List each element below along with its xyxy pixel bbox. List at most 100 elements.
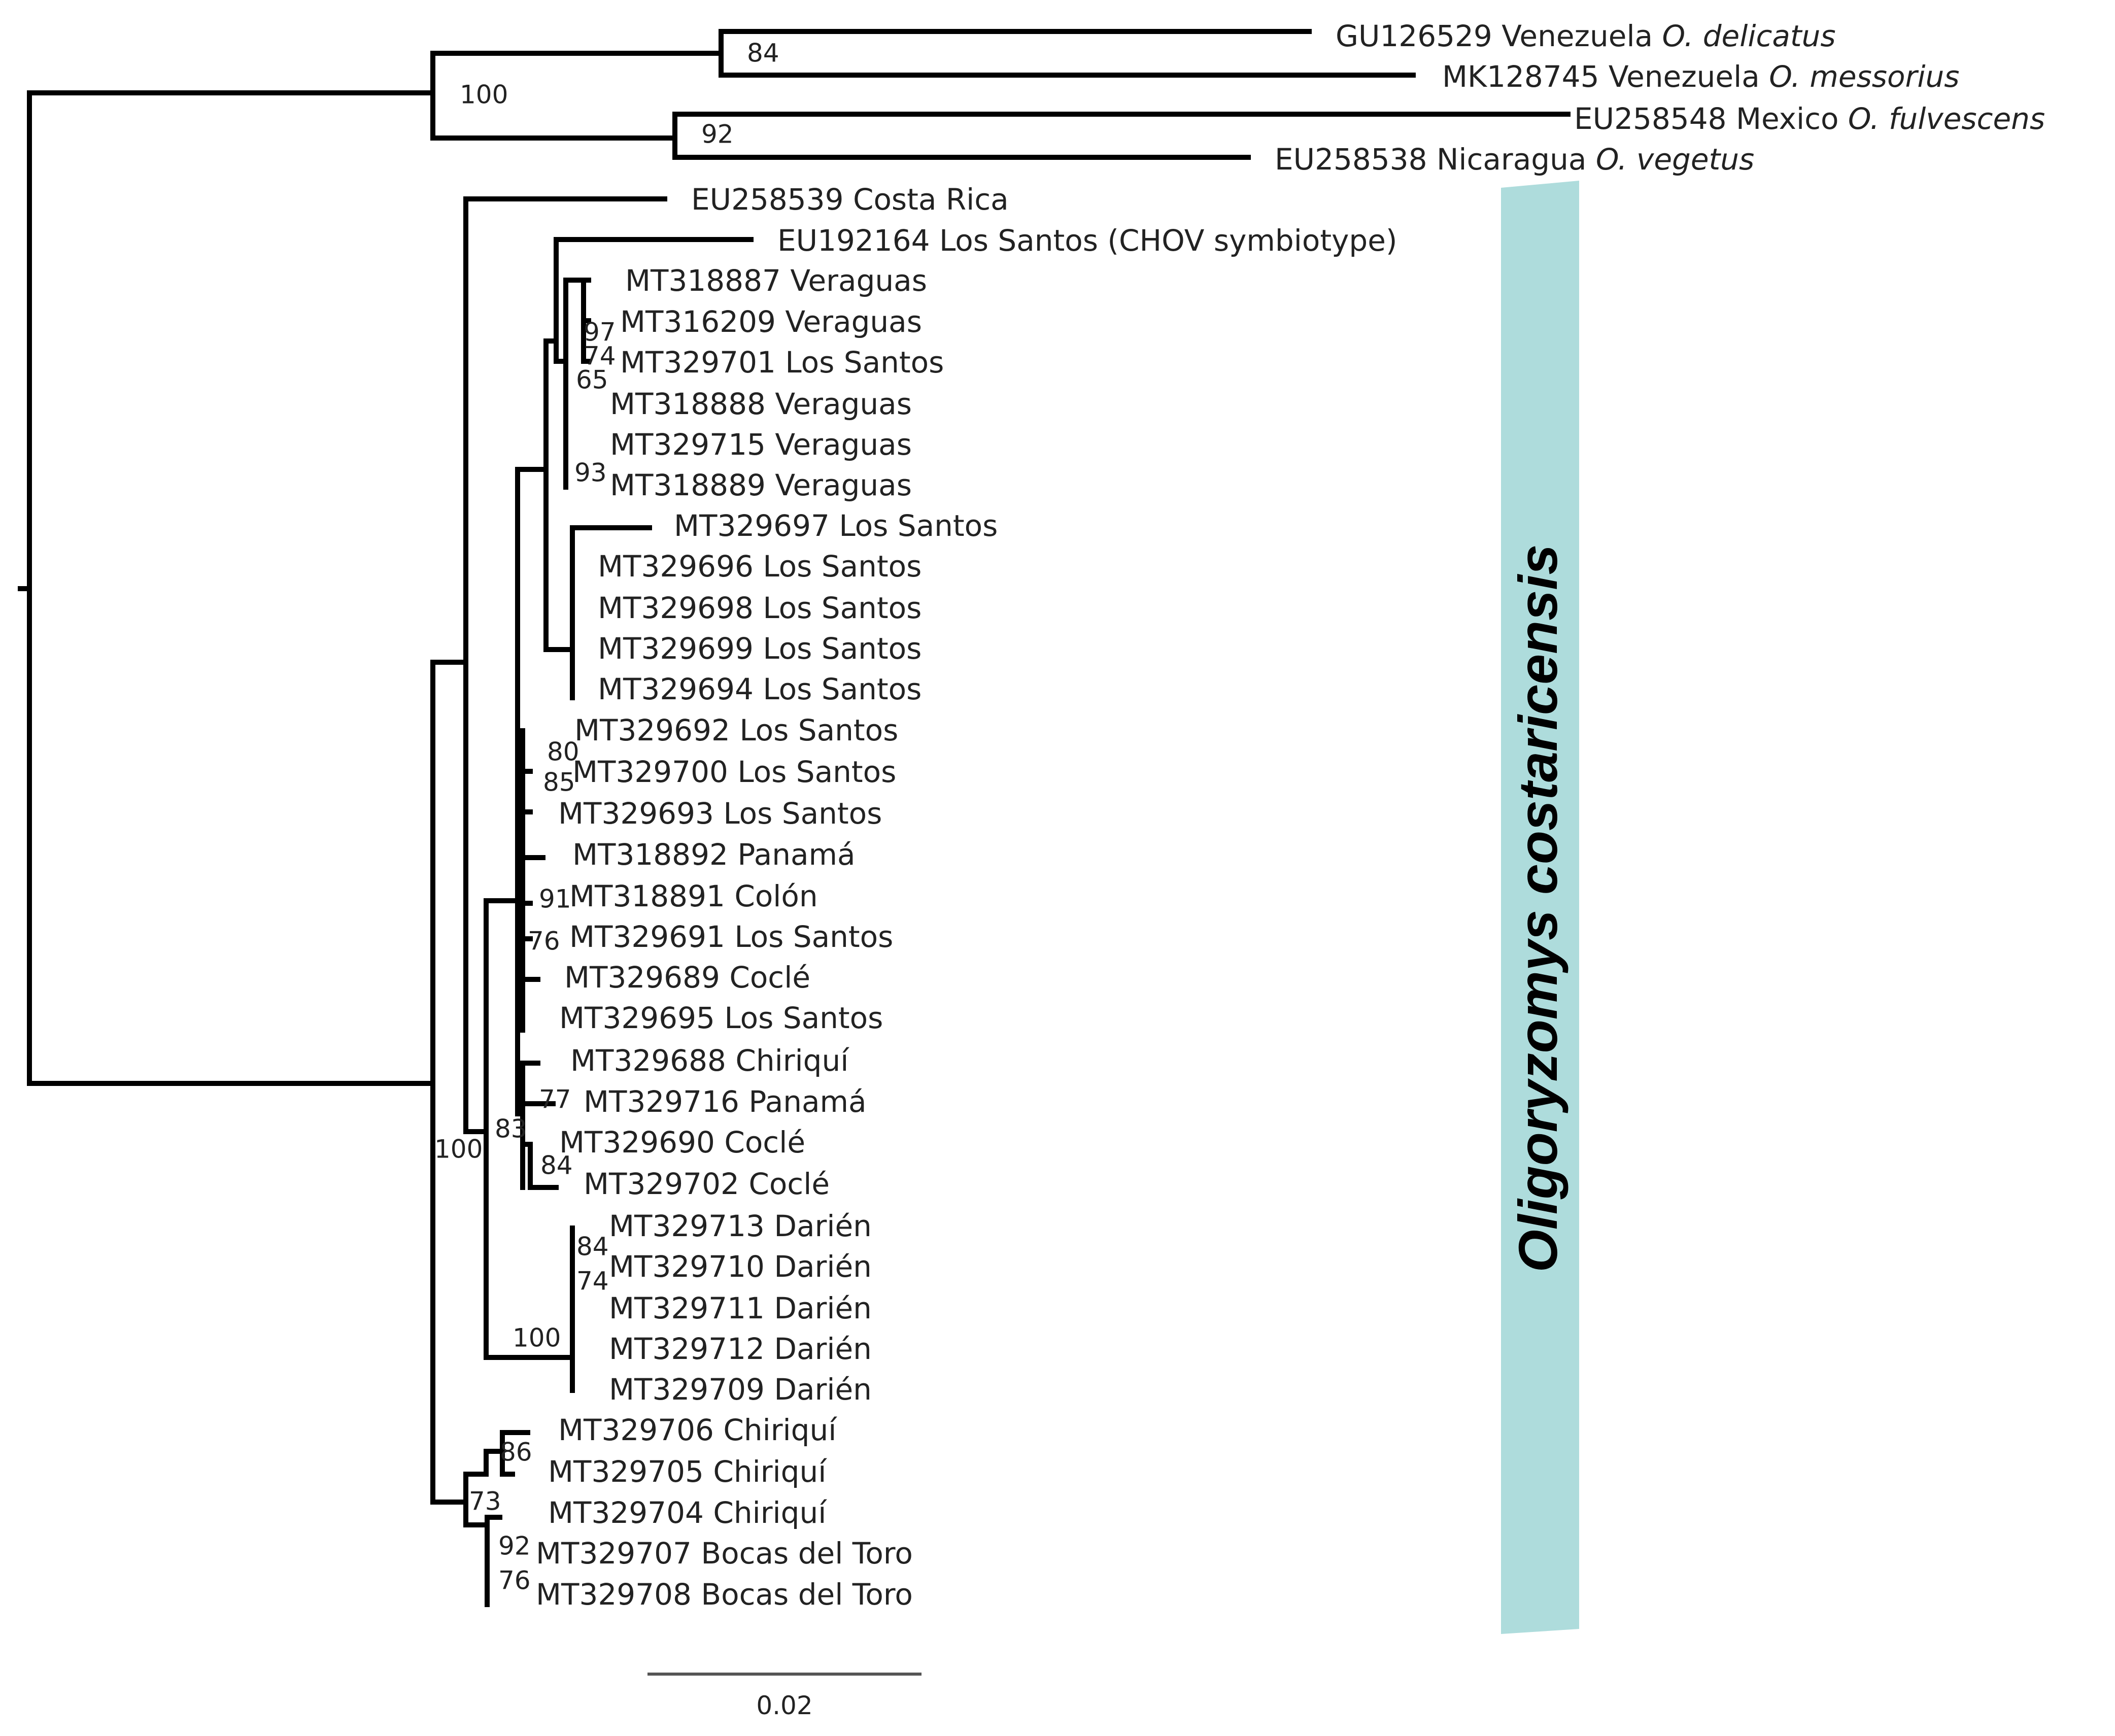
tip-label: EU258538 Nicaragua O. vegetus: [1275, 142, 1754, 177]
tip-label: MT318889 Veraguas: [610, 468, 912, 502]
tip-label: MT318888 Veraguas: [610, 387, 912, 421]
tip-label: MT329692 Los Santos: [574, 713, 898, 747]
tip-locality: Coclé: [724, 1125, 805, 1160]
tip-label: EU192164 Los Santos (CHOV symbiotype): [777, 223, 1397, 258]
support-value: 93: [574, 458, 607, 488]
tip-label: MT329691 Los Santos: [569, 920, 893, 954]
support-value: 86: [500, 1438, 532, 1467]
tip-locality: Darién: [774, 1291, 872, 1325]
tip-locality: Coclé: [729, 960, 810, 995]
tip-accession: MT329695: [559, 1001, 724, 1035]
support-value: 100: [434, 1135, 483, 1164]
tip-locality: Bocas del Toro: [701, 1577, 913, 1612]
tip-locality: Los Santos (CHOV symbiotype): [939, 223, 1397, 258]
tip-locality: Colón: [734, 879, 817, 913]
support-value: 92: [498, 1531, 531, 1561]
tip-locality: Los Santos: [763, 672, 922, 706]
tip-label: MT329709 Darién: [609, 1372, 872, 1407]
tip-locality: Los Santos: [763, 549, 922, 584]
tip-locality: Venezuela: [1609, 59, 1760, 94]
tip-accession: EU258548: [1574, 101, 1736, 136]
tip-accession: MT329698: [598, 591, 763, 625]
tip-accession: MT329700: [572, 755, 737, 789]
support-value: 85: [543, 768, 575, 797]
tip-label: MT329715 Veraguas: [610, 427, 912, 462]
support-values: 8410092977465938085917677831008484741008…: [434, 39, 779, 1595]
scale-bar-label: 0.02: [756, 1691, 812, 1720]
tip-accession: EU258538: [1275, 142, 1437, 177]
tip-label: MT329696 Los Santos: [598, 549, 922, 584]
tip-label: MT329704 Chiriquí: [548, 1495, 827, 1530]
tip-accession: MT329694: [598, 672, 763, 706]
support-value: 65: [576, 365, 608, 395]
tip-locality: Mexico: [1736, 101, 1839, 136]
tip-label: MT329699 Los Santos: [598, 631, 922, 666]
tip-accession: MT329716: [584, 1084, 748, 1119]
tip-locality: Coclé: [748, 1167, 830, 1201]
tip-accession: EU192164: [777, 223, 939, 258]
tip-label: MT329710 Darién: [609, 1249, 872, 1284]
support-value: 91: [539, 884, 571, 914]
tip-locality: Panamá: [737, 837, 855, 872]
tip-accession: MT329709: [609, 1372, 774, 1407]
scale-bar: 0.02: [647, 1673, 922, 1720]
clade-bar: [1501, 181, 1579, 1634]
tip-accession: MT329689: [564, 960, 729, 995]
tip-label: MT329707 Bocas del Toro: [536, 1536, 913, 1571]
tip-accession: MT329688: [570, 1043, 735, 1078]
tip-accession: MT329701: [620, 345, 785, 380]
tip-locality: Chiriquí: [735, 1043, 849, 1078]
tip-label: MT318887 Veraguas: [625, 263, 927, 298]
tip-accession: MT329690: [559, 1125, 724, 1160]
tip-accession: MT329692: [574, 713, 739, 747]
tip-label: MT329705 Chiriquí: [548, 1454, 827, 1489]
tip-accession: MT318887: [625, 263, 790, 298]
tip-label: MT329697 Los Santos: [674, 508, 998, 543]
tip-locality: Los Santos: [839, 508, 998, 543]
tip-accession: MT329710: [609, 1249, 774, 1284]
tip-accession: MT329699: [598, 631, 763, 666]
tip-label: MK128745 Venezuela O. messorius: [1442, 59, 1959, 94]
tip-locality: Veraguas: [790, 263, 927, 298]
tip-locality: Los Santos: [734, 920, 893, 954]
support-value: 83: [495, 1114, 527, 1144]
tip-label: MT329700 Los Santos: [572, 755, 896, 789]
tip-accession: MT329711: [609, 1291, 774, 1325]
tip-locality: Darién: [774, 1332, 872, 1366]
tip-species: O. messorius: [1760, 59, 1960, 94]
tip-accession: MT318892: [572, 837, 737, 872]
tip-label: MT329713 Darién: [609, 1209, 872, 1243]
tip-label: EU258548 Mexico O. fulvescens: [1574, 101, 2045, 136]
tip-locality: Darién: [774, 1249, 872, 1284]
tip-label: MT329701 Los Santos: [620, 345, 944, 380]
tip-accession: MT318888: [610, 387, 775, 421]
tip-locality: Los Santos: [737, 755, 896, 789]
tip-locality: Los Santos: [763, 631, 922, 666]
tip-locality: Venezuela: [1502, 19, 1653, 53]
tip-label: MT329694 Los Santos: [598, 672, 922, 706]
tip-accession: MT329696: [598, 549, 763, 584]
tip-label: MT318891 Colón: [569, 879, 818, 913]
support-value: 76: [498, 1566, 531, 1595]
support-value: 100: [460, 80, 508, 110]
support-value: 76: [528, 927, 560, 956]
tip-locality: Chiriquí: [723, 1413, 837, 1447]
tip-accession: MT329704: [548, 1495, 713, 1530]
tip-locality: Chiriquí: [713, 1495, 827, 1530]
tip-locality: Los Santos: [723, 796, 882, 831]
tip-label: MT329706 Chiriquí: [558, 1413, 837, 1447]
support-value: 77: [539, 1085, 571, 1114]
support-value: 80: [547, 737, 579, 767]
tip-accession: EU258539: [691, 182, 853, 217]
tip-label: MT329690 Coclé: [559, 1125, 805, 1160]
tip-locality: Veraguas: [785, 304, 922, 339]
tip-accession: MT316209: [620, 304, 785, 339]
tip-label: MT329689 Coclé: [564, 960, 810, 995]
tip-accession: MT329691: [569, 920, 734, 954]
support-value: 73: [469, 1487, 501, 1516]
tip-species: O. delicatus: [1653, 19, 1836, 53]
tip-locality: Veraguas: [775, 427, 912, 462]
tip-label: MT329702 Coclé: [584, 1167, 830, 1201]
tip-accession: MT318891: [569, 879, 734, 913]
